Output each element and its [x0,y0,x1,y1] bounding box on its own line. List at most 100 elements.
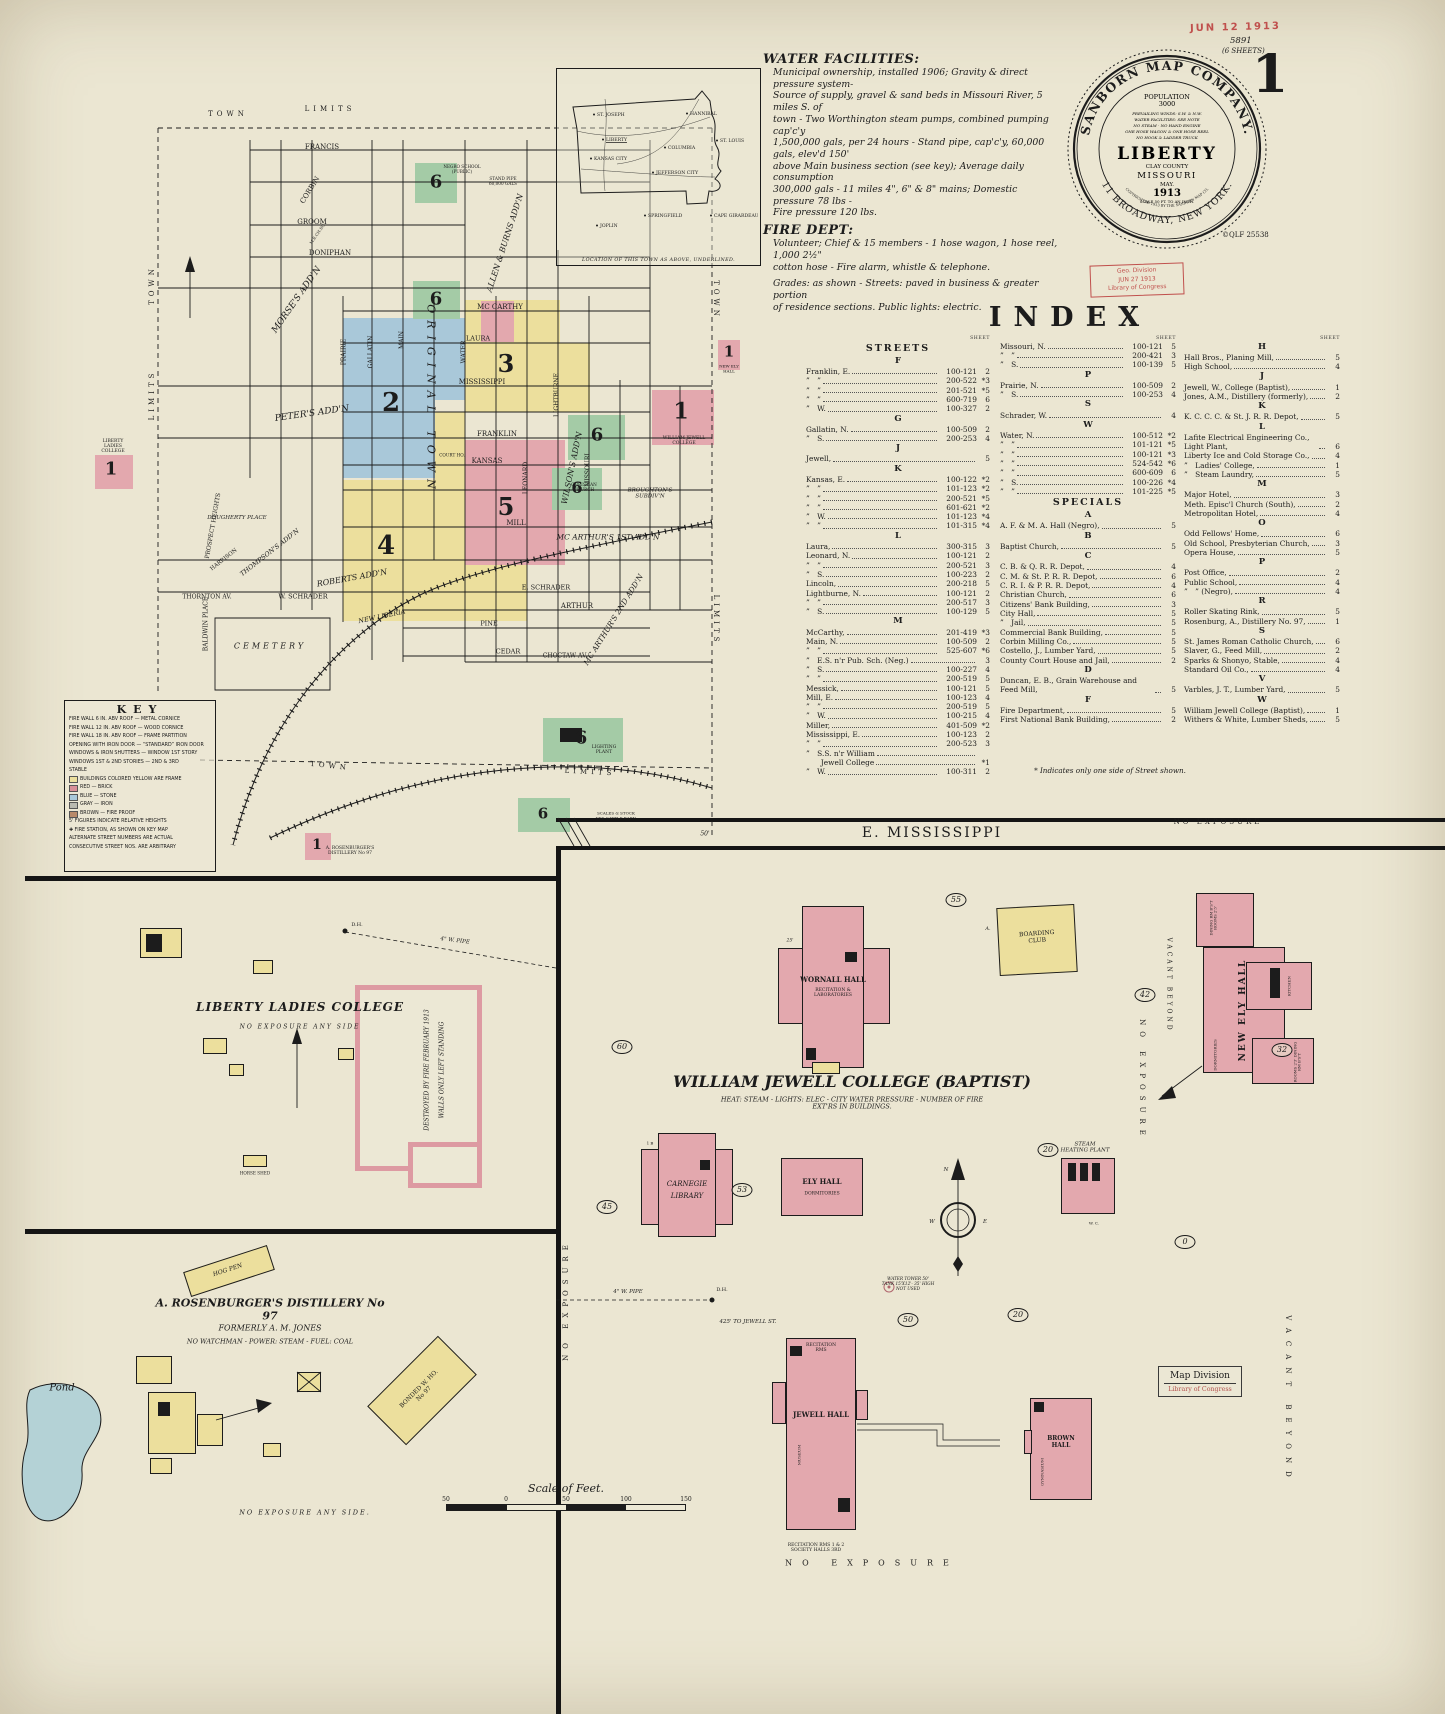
index-leader-dots [832,548,937,550]
index-entry-name: ” S. [806,607,825,617]
map-label: W. SCHRADER [278,592,328,601]
map-label: STAND PIPE 60,000 GALS [488,176,517,186]
index-entry-name: ” W. [806,767,826,777]
map-label: BROWN HALL [1047,1435,1075,1449]
index-entry: ” Jail,5 [1000,618,1176,627]
index-entry-name: ” W. [806,512,826,522]
map-label: LIMITS [304,104,356,113]
index-entry-name: ” ” [806,484,821,494]
map-label: NO EXPOSURE ANY SIDE. [239,1508,371,1517]
key-row-text: FIRE WALL 18 IN. ABV ROOF — FRAME PARTIT… [69,734,187,740]
map-label: COURT HO. [439,452,465,458]
city-dot [652,171,654,174]
index-entry: Hall Bros., Planing Mill,5 [1184,353,1340,362]
key-row: WINDOWS & IRON SHUTTERS — WINDOW 1ST STO… [69,750,211,759]
index-entry-range: 100-223 [946,569,977,579]
index-entry: Lafite Electrical Engineering Co., Light… [1184,433,1340,452]
index-entry: Withers & White, Lumber Sheds,5 [1184,715,1340,724]
map-label: NO EXPOSURE [1173,817,1263,826]
index-entry-sheet: *4 [981,512,990,522]
index-letter: W [1083,419,1093,430]
index-entry-name: ” ” [806,597,821,607]
index-leader-dots [1016,465,1123,467]
map-line [185,256,195,272]
index-entry: Water, N.100-512*2 [1000,431,1176,440]
index-entry-name: City Hall, [1000,608,1036,618]
index-leader-dots [1234,368,1325,370]
map-label: CHOCTAW AV. [542,652,588,660]
key-row: RED — BRICK [69,784,211,793]
index-leader-dots [1016,455,1123,457]
index-entry: ” ”101-225*5 [1000,487,1176,496]
index-entry: ” ”101-315*4 [806,521,990,530]
index-entry-sheet: 3 [985,541,990,551]
index-letter: S [1084,399,1092,410]
index-leader-dots [846,633,937,635]
index-entry-name: ” ” [1000,449,1015,459]
index-entry-sheet: 4 [1171,562,1176,572]
key-color-swatch [69,776,78,784]
index-entry: Meth. Episc'l Church (South),2 [1184,500,1340,509]
index-entry-sheet: 5 [1171,646,1176,656]
index-leader-dots [862,594,937,596]
index-entry-range: 200-517 [946,597,977,607]
seal-inner-ring [1098,80,1236,218]
index-entry-sheet: 5 [1335,685,1340,695]
street-number-circle: 20 [1037,1143,1059,1157]
index-entry-name: ” ” [806,560,821,570]
map-label: PINE [480,619,498,628]
index-entry: Roller Skating Rink,5 [1184,607,1340,616]
index-entry-name: First National Bank Building, [1000,714,1110,724]
index-entry-name: Messick, [806,683,839,693]
map-label: W [929,1218,935,1225]
index-entry-range: 200-253 [946,434,977,444]
city-dot [710,214,712,217]
index-entry-sheet: 2 [985,767,990,777]
index-entry-name: Franklin, E. [806,367,851,377]
index-entry-sheet: 5 [1335,412,1340,422]
key-row: STABLE [69,767,211,776]
sheet6-block [413,281,460,319]
index-leader-dots [822,401,937,403]
index-entry-range: 101-121 [1132,440,1163,450]
index-leader-dots [822,566,937,568]
index-entry-sheet: 2 [985,636,990,646]
index-entry-range: 100-509 [946,636,977,646]
map-line [565,817,583,847]
index-entry-name: Missouri, N. [1000,341,1046,351]
index-entry: Citizens' Bank Building,3 [1000,600,1176,609]
map-line [296,1371,322,1393]
index-entry-range: 101-123 [946,512,977,522]
index-entry-sheet: 5 [985,683,990,693]
index-leader-dots [840,643,937,645]
index-entry: Slaver, G., Feed Mill,2 [1184,646,1340,655]
index-entry-name: Rosenburg, A., Distillery No. 97, [1184,616,1306,626]
index-entry-name: Slaver, G., Feed Mill, [1184,646,1263,656]
sanborn-seal: SANBORN MAP COMPANY. 11 BROADWAY, NEW YO… [1067,49,1267,249]
city-dot [644,214,646,217]
map-block [203,1038,227,1054]
index-leader-dots [1311,544,1325,546]
map-label: STEAM HEATING PLANT [1060,1141,1110,1154]
index-leader-dots [1256,466,1325,468]
scale-tick: 50 [442,1496,450,1503]
index-entry: ” W. 101-123 *4 [806,512,990,521]
index-entry-range: 200-521 [946,560,977,570]
index-entry-range: 100-121 [1132,341,1163,351]
index-entry-name: Miller, [806,720,831,730]
index-entry-sheet: 4 [1335,587,1340,597]
index-entry-sheet: 5 [1335,715,1340,725]
index-entry-range: 200-218 [946,579,977,589]
city-label: ST. JOSEPH [597,112,625,118]
index-entry-sheet: 4 [1335,655,1340,665]
index-entry-sheet: 6 [1335,637,1340,647]
index-leader-dots [822,745,937,747]
ladies-college-block [95,455,133,489]
